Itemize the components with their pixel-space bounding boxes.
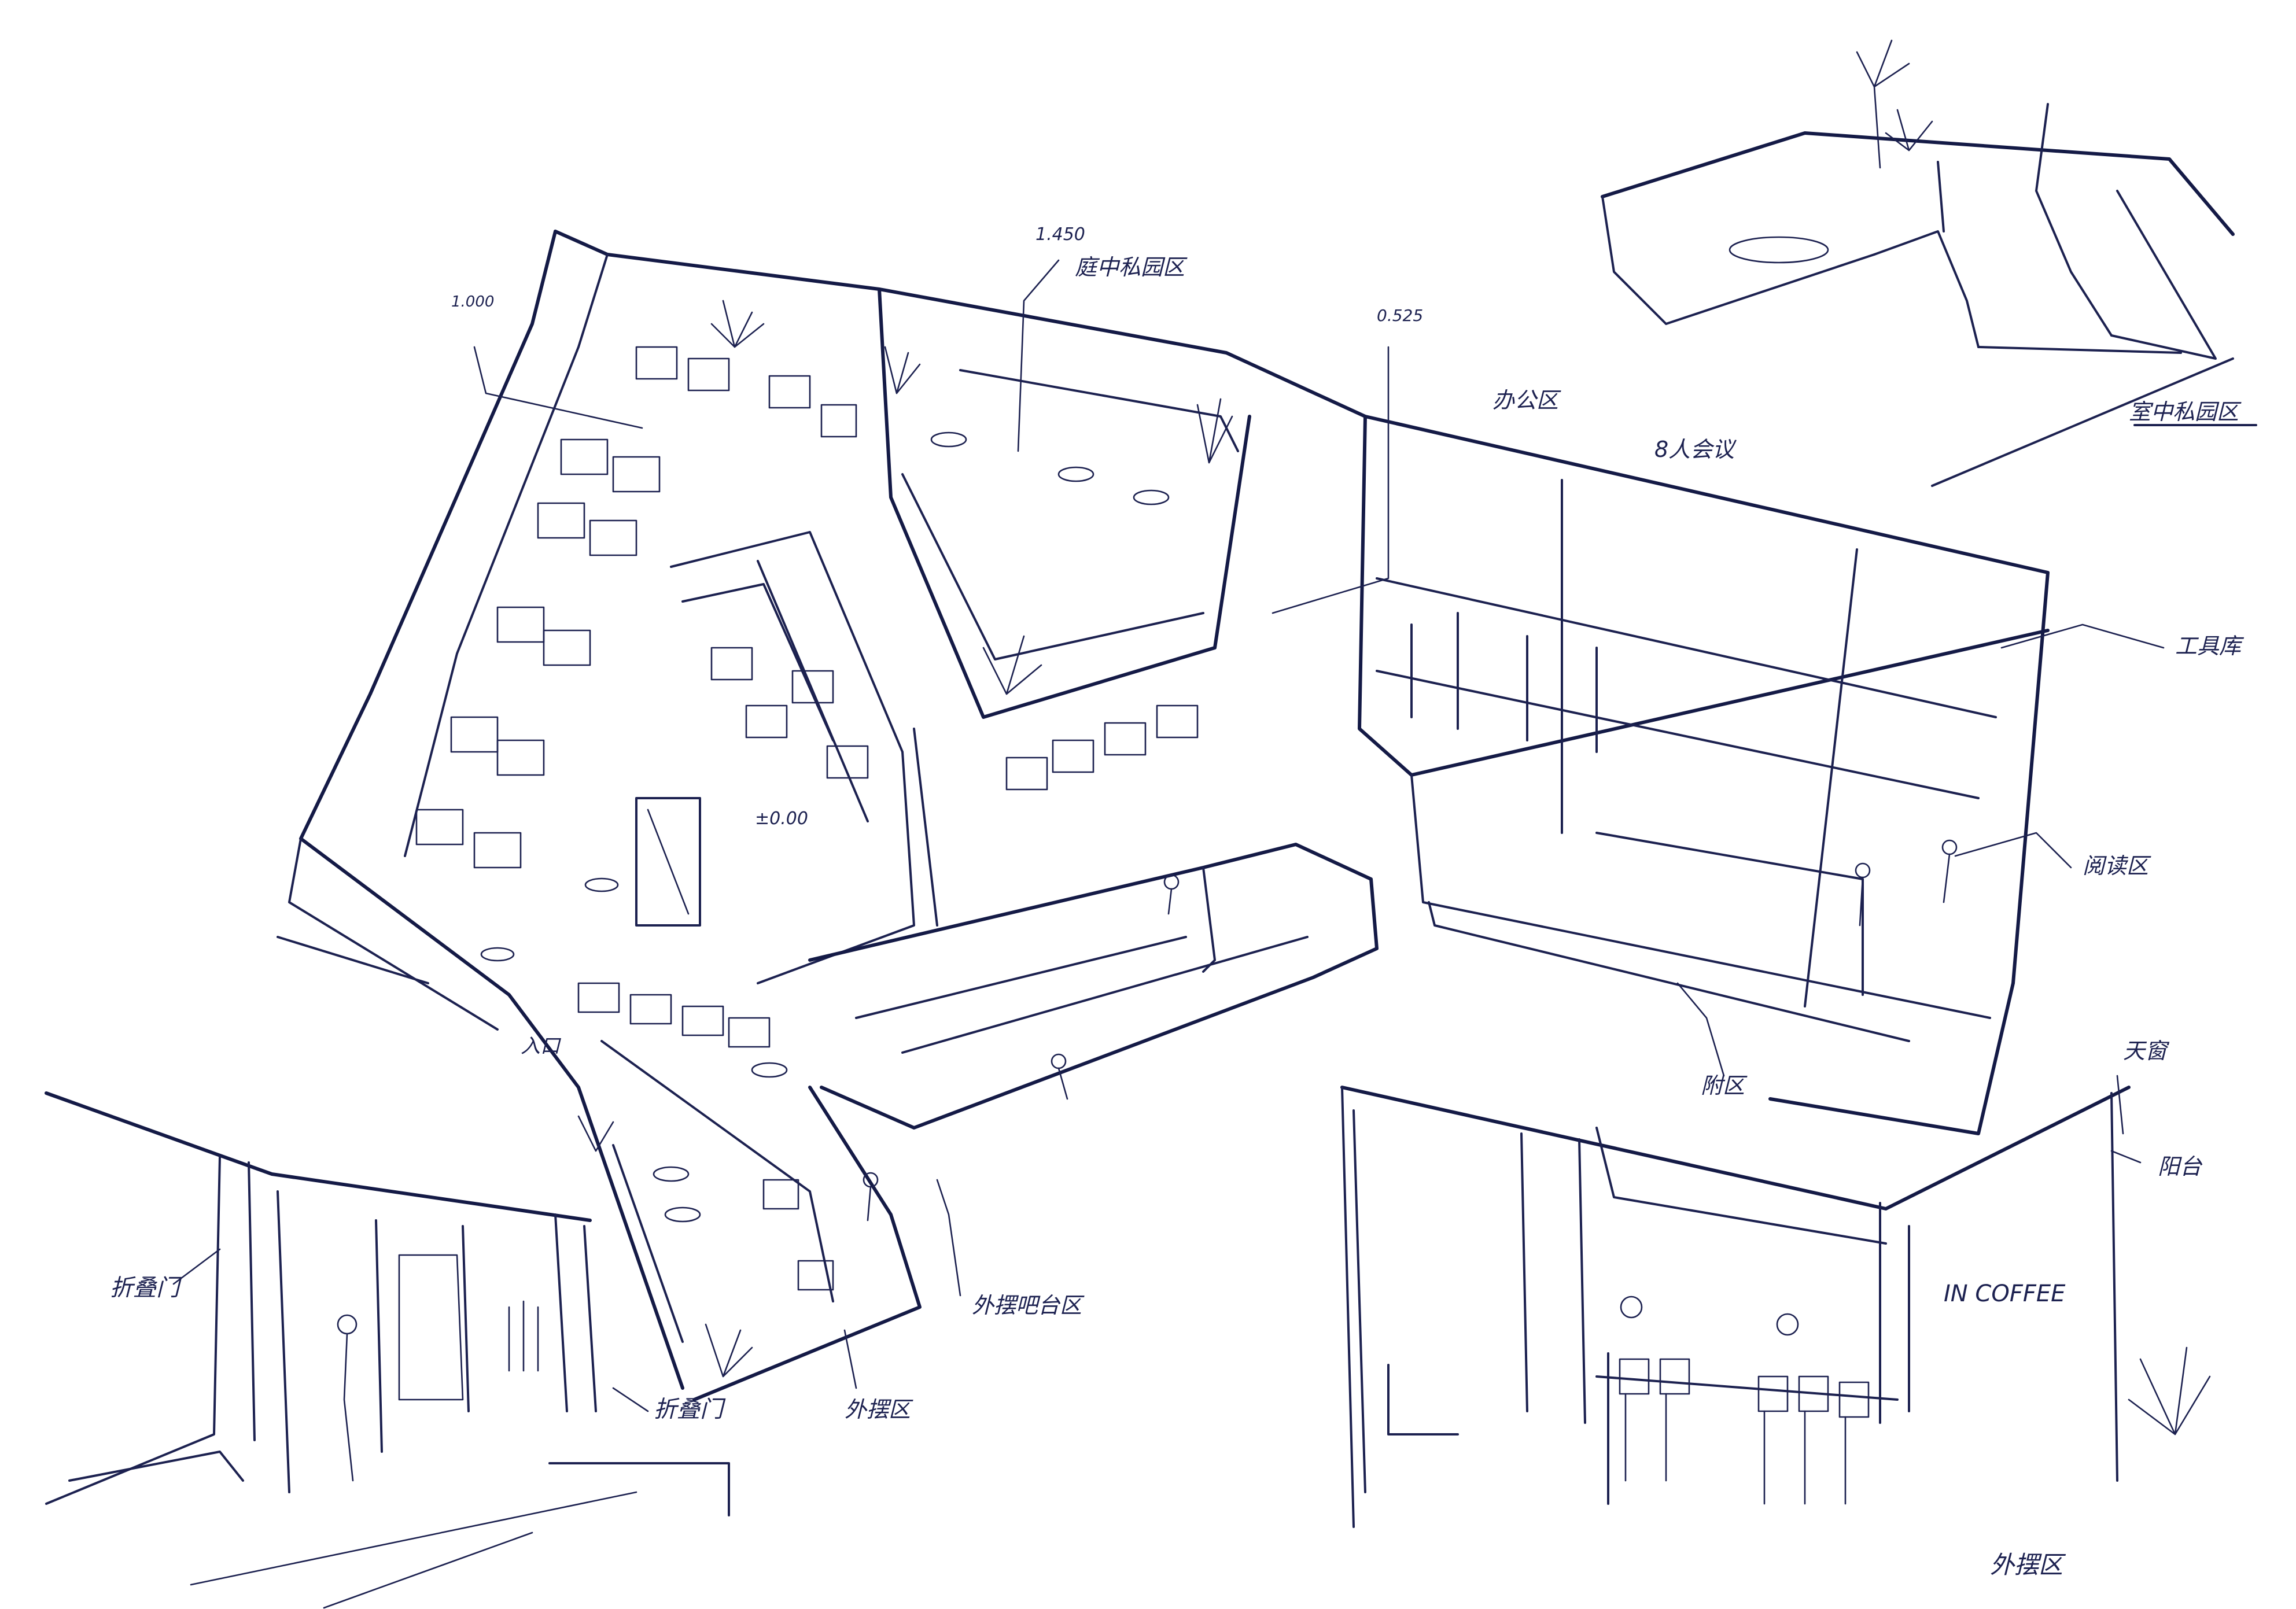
label-office-2: 8人会议 [1654, 437, 1737, 462]
label-tool-room: 工具库 [2175, 633, 2245, 659]
label-reading: 阅读区 [2083, 853, 2151, 879]
label-coffee-sign: IN COFFEE [1944, 1280, 2066, 1307]
main-isometric-plan [277, 230, 2050, 1401]
label-elev-3: 1.000 [451, 293, 494, 311]
label-corridor: 附区 [1701, 1073, 1748, 1098]
cafe-bar-inset [1340, 1086, 2211, 1528]
label-courtyard-top: 庭中私园区 [1075, 254, 1188, 280]
label-outdoor-bar: 外摆吧台区 [972, 1293, 1085, 1318]
label-office: 办公区 [1492, 388, 1561, 413]
label-entrance: 入口 [521, 1035, 562, 1058]
outdoor-deck-edge [692, 1086, 922, 1401]
bar-counter [808, 843, 1379, 1130]
label-outdoor-seating-2: 外摆区 [1990, 1551, 2066, 1579]
leader-lines [172, 259, 2165, 1412]
label-folding-door-left: 折叠门 [110, 1275, 182, 1301]
entrance-door [635, 797, 701, 927]
folding-door-inset [45, 1091, 730, 1609]
outer-wall-left [299, 230, 684, 1390]
label-balcony: 阳台 [2158, 1154, 2203, 1179]
courtyard-wall [878, 287, 1251, 719]
label-folding-door-right: 折叠门 [654, 1396, 726, 1423]
courtyard-inset [1601, 39, 2257, 487]
label-outdoor-seating: 外摆区 [845, 1397, 913, 1422]
label-skylight: 天窗 [2123, 1038, 2170, 1064]
label-elev-floor: ±0.00 [755, 809, 808, 829]
label-courtyard-inset: 室中私园区 [2129, 399, 2242, 425]
label-elev-2: 0.525 [1377, 306, 1423, 325]
office-wing [1358, 415, 2050, 777]
annotations: 1.450 庭中私园区 0.525 1.000 办公区 8人会议 工具库 阅读区… [110, 224, 2245, 1579]
label-elev-1: 1.450 [1035, 224, 1085, 245]
